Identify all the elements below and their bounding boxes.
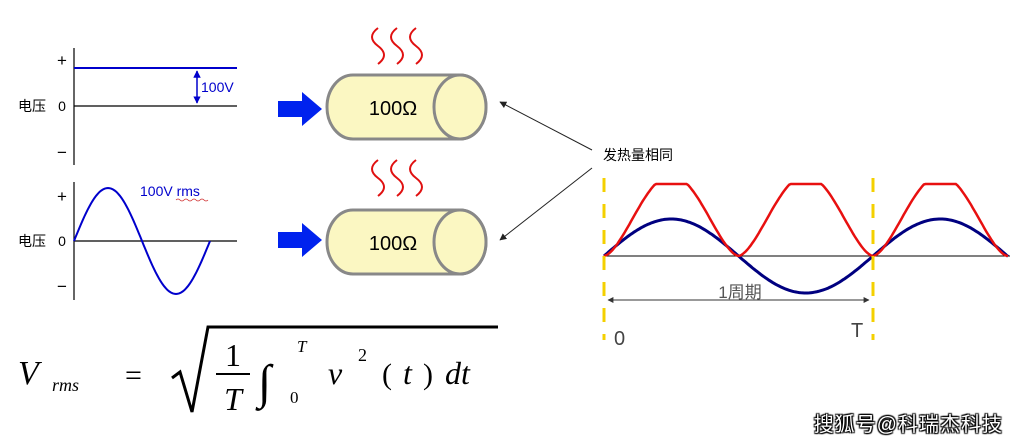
ac-sine-wave [73, 186, 211, 296]
bottom-resistor: 100Ω [325, 208, 488, 276]
formula-open-paren: ( [382, 358, 392, 391]
annotation-arrow-bottom [499, 167, 593, 241]
formula-equals: = [125, 359, 142, 392]
period-label: 1周期 [718, 283, 761, 302]
rms-formula: V rms = 1 T ∫ T 0 v 2 ( t ) dt [18, 325, 498, 417]
formula-integral: ∫ [255, 356, 274, 411]
formula-differential: dt [445, 355, 471, 391]
spellcheck-underline [175, 198, 209, 202]
formula-upper-limit: T [297, 337, 308, 356]
watermark: 搜狐号@科瑞杰科技 [813, 414, 1003, 436]
arrow-to-bottom-resistor [278, 223, 322, 257]
bottom-heat-icon [371, 159, 423, 197]
formula-exponent: 2 [358, 345, 367, 365]
formula-lower-limit: 0 [290, 388, 299, 407]
ac-voltage-graph: + − 0 电压 100V rms [18, 182, 237, 300]
top-resistor: 100Ω [325, 73, 488, 141]
ac-minus-label: − [57, 277, 67, 296]
formula-lhs-subscript: rms [52, 375, 79, 395]
formula-denominator: T [224, 381, 244, 417]
dc-minus-label: − [57, 143, 67, 162]
power-waveform: 1周期 0 T [602, 178, 1010, 350]
dc-voltage-label: 100V [201, 79, 234, 95]
ac-zero-label: 0 [58, 233, 66, 249]
formula-lhs: V [18, 355, 43, 392]
annotation-arrow-top [499, 101, 593, 151]
formula-numerator: 1 [225, 337, 241, 373]
ac-axis-label: 电压 [18, 233, 46, 249]
voltage-wave [603, 217, 1009, 295]
arrow-to-top-resistor [278, 92, 322, 126]
period-start-label: 0 [614, 328, 625, 350]
formula-close-paren: ) [423, 358, 433, 391]
formula-integrand-v: v [328, 355, 343, 391]
period-end-label: T [851, 320, 863, 342]
formula-var-t: t [403, 355, 413, 391]
top-resistor-label: 100Ω [369, 98, 417, 120]
dc-axis-label: 电压 [18, 98, 46, 114]
dc-plus-label: + [57, 51, 67, 70]
power-wave [603, 182, 1009, 258]
formula-radical [171, 325, 498, 413]
ac-voltage-label: 100V rms [140, 183, 200, 199]
same-heat-label: 发热量相同 [603, 147, 673, 163]
dc-zero-label: 0 [58, 98, 66, 114]
top-heat-icon [371, 27, 423, 65]
dc-voltage-graph: + − 0 电压 100V [18, 48, 237, 165]
ac-plus-label: + [57, 187, 67, 206]
bottom-resistor-label: 100Ω [369, 233, 417, 255]
